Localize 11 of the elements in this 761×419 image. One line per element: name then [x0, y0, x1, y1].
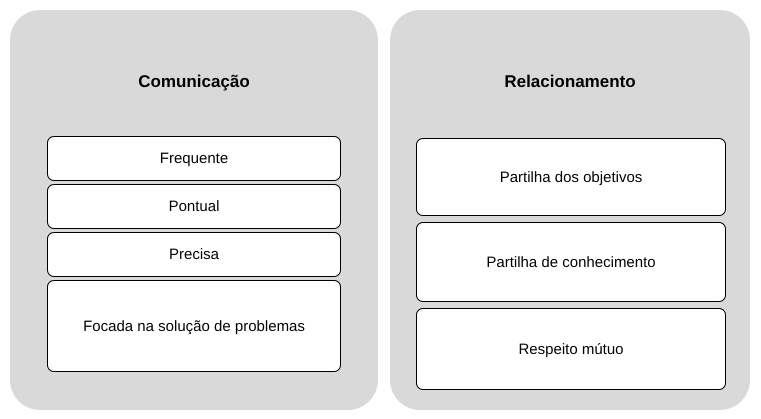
- item-box: Frequente: [47, 136, 341, 181]
- group-panel: [10, 10, 378, 410]
- item-box: Precisa: [47, 232, 341, 277]
- item-box: Pontual: [47, 184, 341, 229]
- item-box: Respeito mútuo: [416, 308, 726, 390]
- item-box: Partilha dos objetivos: [416, 138, 726, 216]
- group-panel: [390, 10, 750, 410]
- item-box: Focada na solução de problemas: [47, 280, 341, 372]
- item-box: Partilha de conhecimento: [416, 222, 726, 302]
- panel-heading: Relacionamento: [504, 72, 636, 92]
- panel-heading: Comunicação: [138, 72, 250, 92]
